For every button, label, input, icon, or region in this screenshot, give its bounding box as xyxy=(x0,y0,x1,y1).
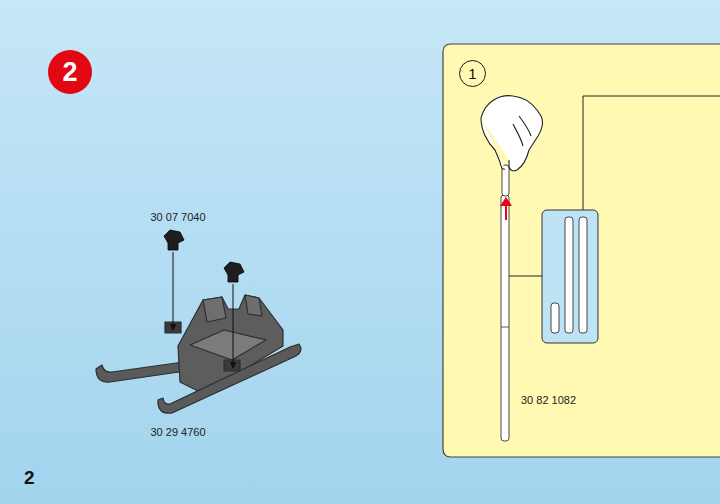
step-number: 2 xyxy=(48,50,92,94)
page-number: 2 xyxy=(24,467,35,489)
part-number: 30 07 7040 xyxy=(150,211,205,223)
clip-part xyxy=(164,230,244,282)
skid-part xyxy=(96,295,301,413)
callout-number: 1 xyxy=(459,60,486,87)
number-text: 2 xyxy=(62,59,77,86)
part-number: 30 82 1082 xyxy=(521,394,576,406)
part-number: 30 29 4760 xyxy=(150,426,205,438)
detail-panel xyxy=(443,44,720,457)
detail-panel: 30 82 1082 1 xyxy=(443,44,720,457)
insert-arrow xyxy=(173,252,233,368)
panel-art xyxy=(481,96,720,441)
number-text: 1 xyxy=(468,66,476,81)
